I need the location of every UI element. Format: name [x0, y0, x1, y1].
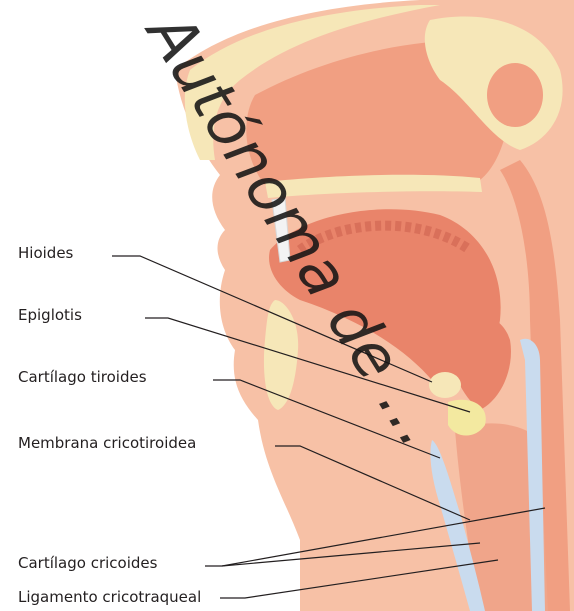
sinus-cavity: [487, 63, 543, 127]
label-ligamento-cricotraqueal: Ligamento cricotraqueal: [18, 588, 201, 606]
label-membrana-cricotiroidea: Membrana cricotiroidea: [18, 434, 196, 452]
label-epiglotis: Epiglotis: [18, 306, 82, 324]
label-cartilago-tiroides: Cartílago tiroides: [18, 368, 147, 386]
label-cartilago-cricoides: Cartílago cricoides: [18, 554, 157, 572]
label-hioides: Hioides: [18, 244, 73, 262]
